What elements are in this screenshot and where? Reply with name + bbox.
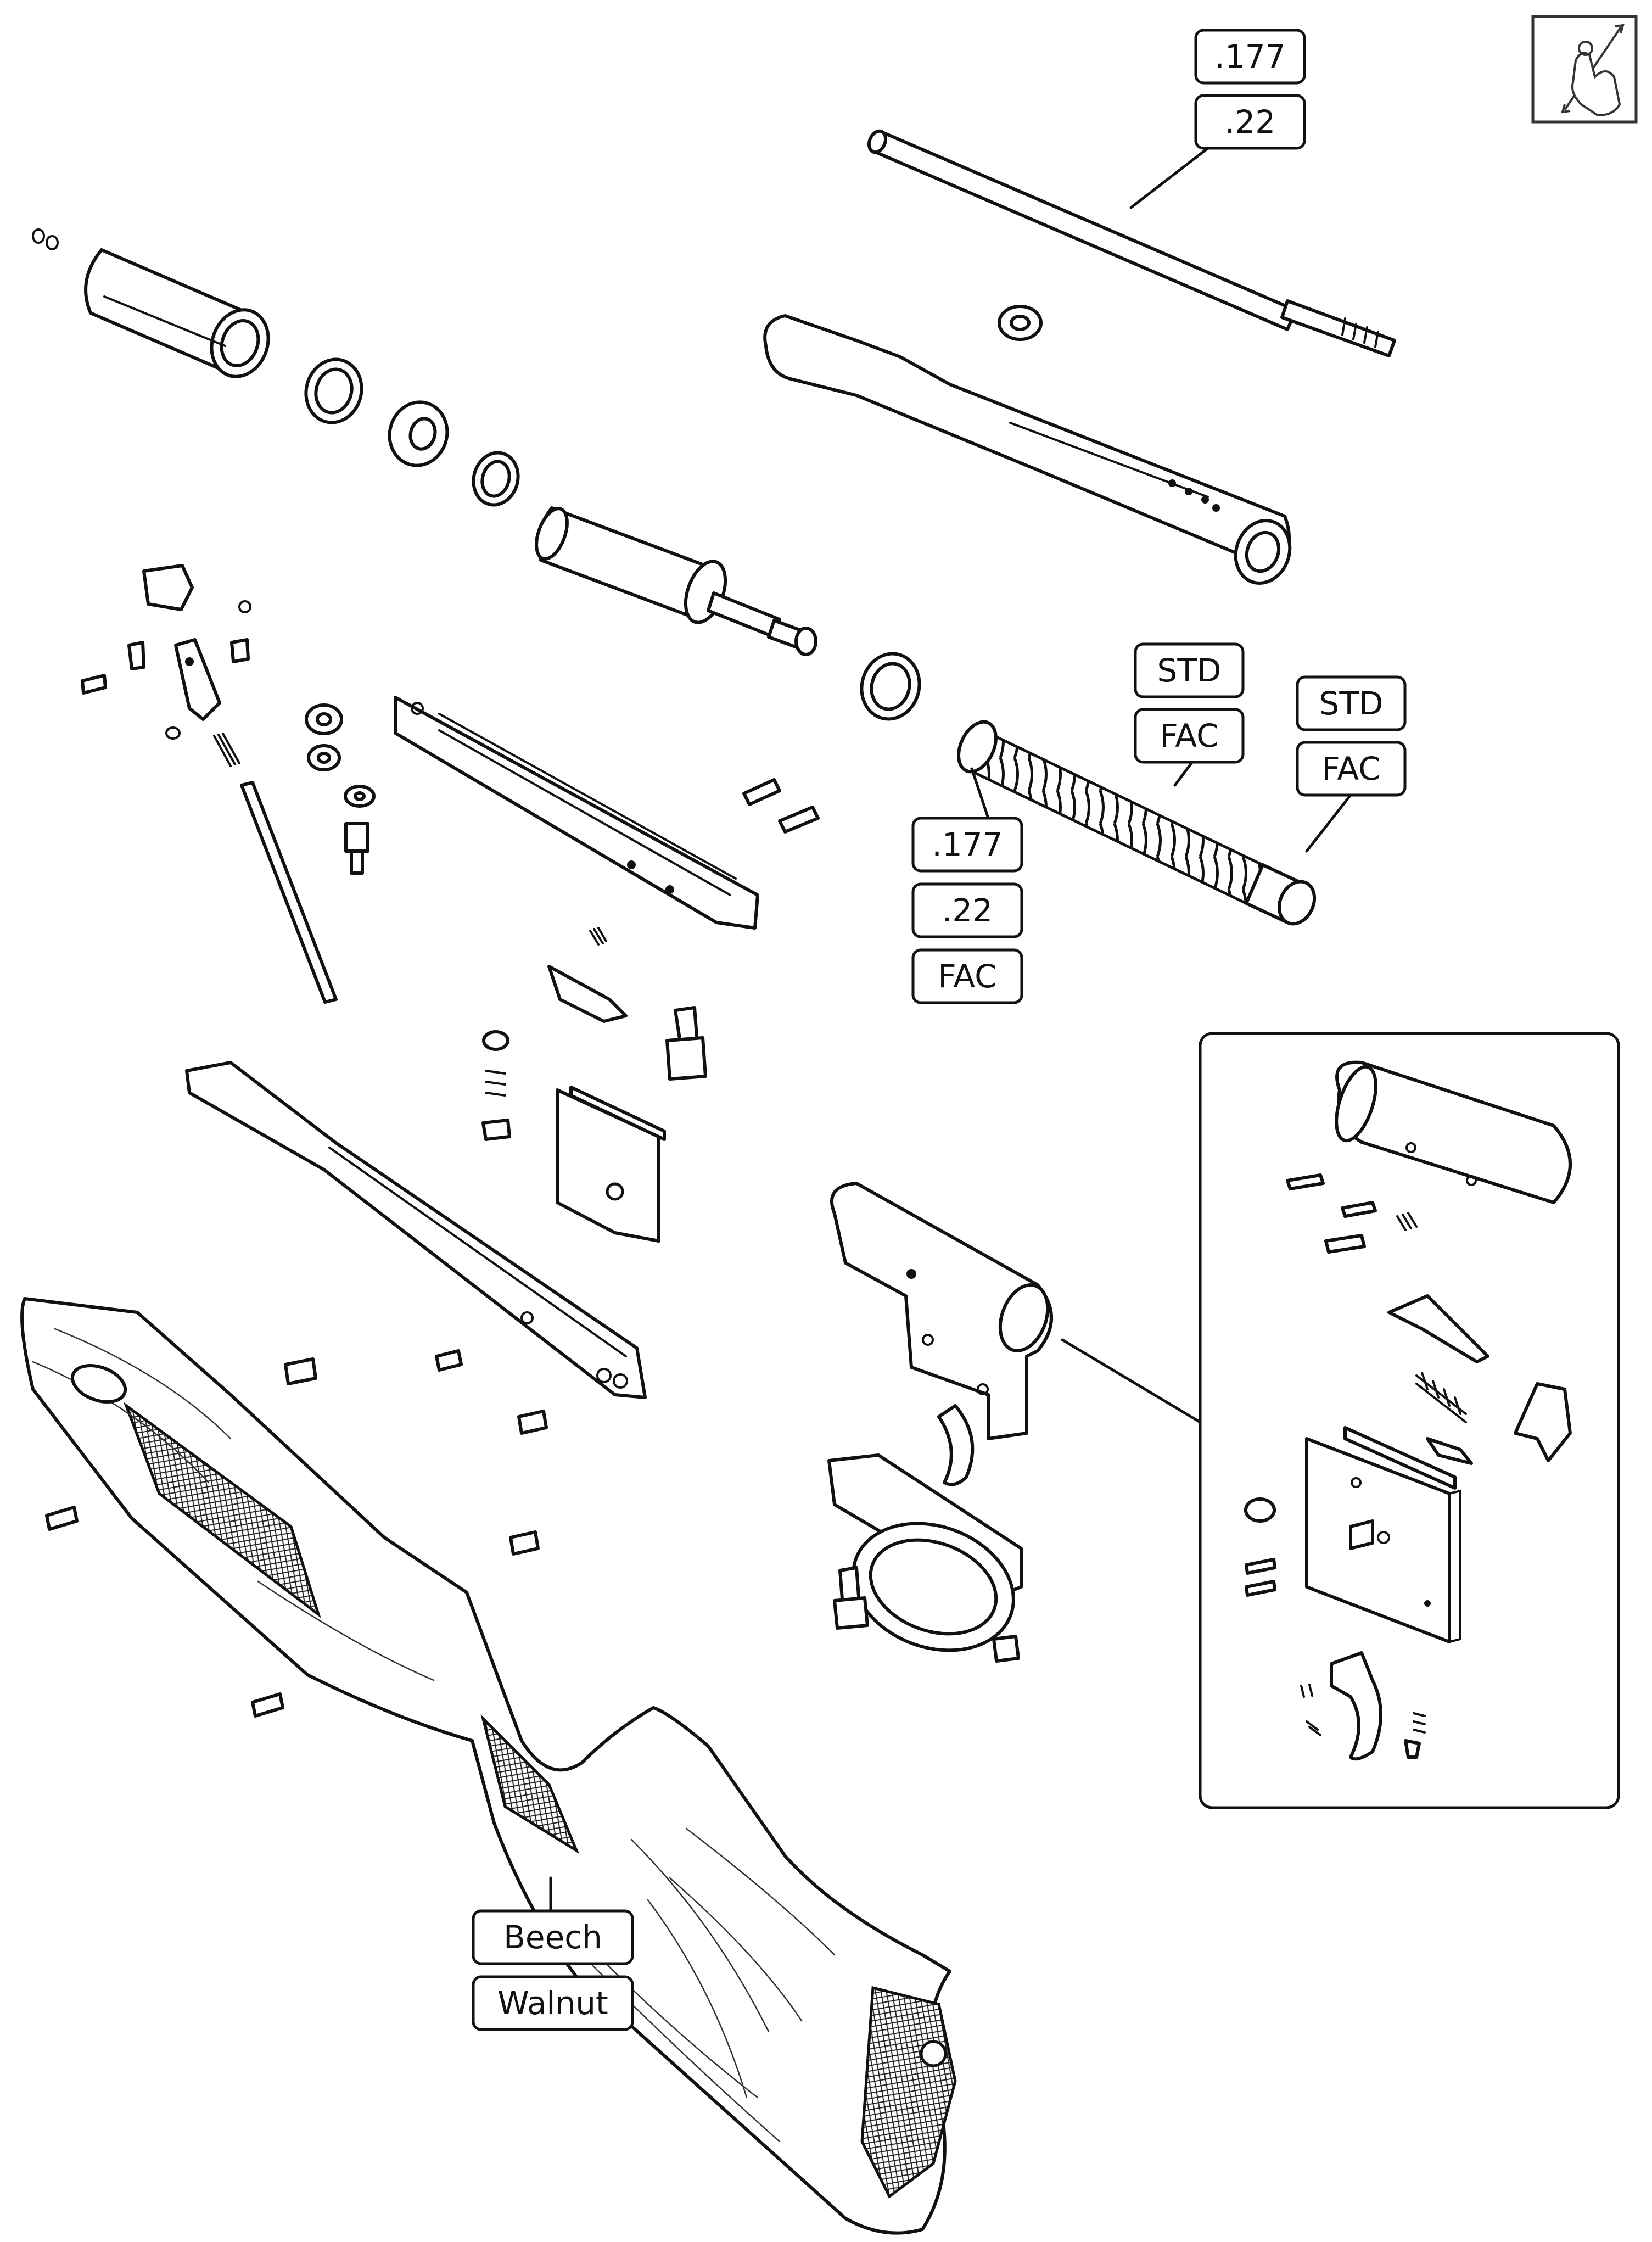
inset-cylinder bbox=[1335, 1060, 1572, 1204]
label-piston-fac: FAC bbox=[911, 948, 1023, 1004]
leader-spring-centre bbox=[1173, 762, 1193, 787]
trigger-housing-block bbox=[556, 1086, 666, 1243]
barrel-nut bbox=[998, 305, 1043, 341]
rear-sight-block bbox=[142, 564, 194, 611]
cocking-link-rod bbox=[240, 781, 338, 1004]
leader-spring-right bbox=[1305, 793, 1352, 853]
leader-inset bbox=[1061, 1338, 1202, 1424]
trigger-rail bbox=[394, 696, 759, 930]
piston bbox=[535, 506, 817, 656]
trigger-unit bbox=[830, 1182, 1053, 1486]
label-spring-centre-std: STD bbox=[1134, 642, 1245, 698]
leader-barrel bbox=[1129, 147, 1209, 209]
cocking-arm bbox=[185, 1061, 647, 1399]
label-piston-177: .177 bbox=[911, 817, 1023, 873]
inset-small-pins bbox=[1286, 1173, 1418, 1254]
svg-text:Walnut: Walnut bbox=[497, 1984, 608, 2022]
split-ring-1 bbox=[304, 357, 363, 424]
label-stock-beech: Beech bbox=[472, 1909, 634, 1965]
silencer-cylinder bbox=[84, 248, 270, 378]
o-rings bbox=[32, 228, 59, 250]
safety-lever bbox=[174, 638, 221, 721]
svg-text:.177: .177 bbox=[932, 826, 1003, 863]
spring-small bbox=[589, 927, 607, 946]
small-screws bbox=[81, 600, 251, 767]
svg-text:.22: .22 bbox=[1225, 103, 1275, 141]
label-spring-right-std: STD bbox=[1296, 675, 1407, 731]
inset-sear bbox=[1387, 1294, 1489, 1363]
trigger-guard bbox=[827, 1453, 1023, 1652]
svg-text:STD: STD bbox=[1157, 652, 1222, 689]
mainspring bbox=[957, 720, 1317, 926]
adjuster-screw bbox=[665, 1006, 707, 1081]
barrel bbox=[867, 129, 1396, 357]
inset-pins-left bbox=[1244, 1497, 1276, 1597]
label-barrel-22: .22 bbox=[1194, 94, 1306, 150]
stock-screws bbox=[45, 1349, 548, 1718]
inset-spring bbox=[1415, 1372, 1467, 1423]
svg-text:STD: STD bbox=[1319, 685, 1384, 722]
split-ring-2 bbox=[472, 451, 520, 507]
sear-blade bbox=[547, 965, 628, 1023]
detail-inset bbox=[1199, 1032, 1620, 1809]
svg-text:FAC: FAC bbox=[938, 958, 996, 995]
label-barrel-177: .177 bbox=[1194, 29, 1306, 85]
svg-text:FAC: FAC bbox=[1160, 717, 1218, 754]
inset-trigger-block bbox=[1305, 1426, 1461, 1643]
label-spring-right-fac: FAC bbox=[1296, 741, 1407, 797]
leader-piston bbox=[970, 767, 990, 820]
washer-cup bbox=[388, 400, 449, 467]
touch-zoom-icon[interactable] bbox=[1531, 15, 1638, 124]
guard-screws bbox=[833, 1566, 1020, 1663]
label-piston-22: .22 bbox=[911, 882, 1023, 938]
plunger-spring bbox=[481, 1030, 511, 1141]
pins-pair bbox=[742, 778, 820, 834]
inset-trigger bbox=[1300, 1651, 1426, 1761]
inset-lever bbox=[1426, 1382, 1572, 1465]
piston-ring bbox=[860, 652, 921, 721]
compression-tube bbox=[763, 314, 1292, 585]
svg-text:.22: .22 bbox=[942, 892, 993, 929]
svg-text:Beech: Beech bbox=[503, 1919, 602, 1956]
washers-stack bbox=[305, 703, 376, 875]
svg-text:.177: .177 bbox=[1214, 38, 1285, 75]
stock bbox=[20, 1297, 957, 2235]
label-stock-walnut: Walnut bbox=[472, 1975, 634, 2031]
label-spring-centre-fac: FAC bbox=[1134, 708, 1245, 764]
svg-text:FAC: FAC bbox=[1321, 750, 1380, 787]
